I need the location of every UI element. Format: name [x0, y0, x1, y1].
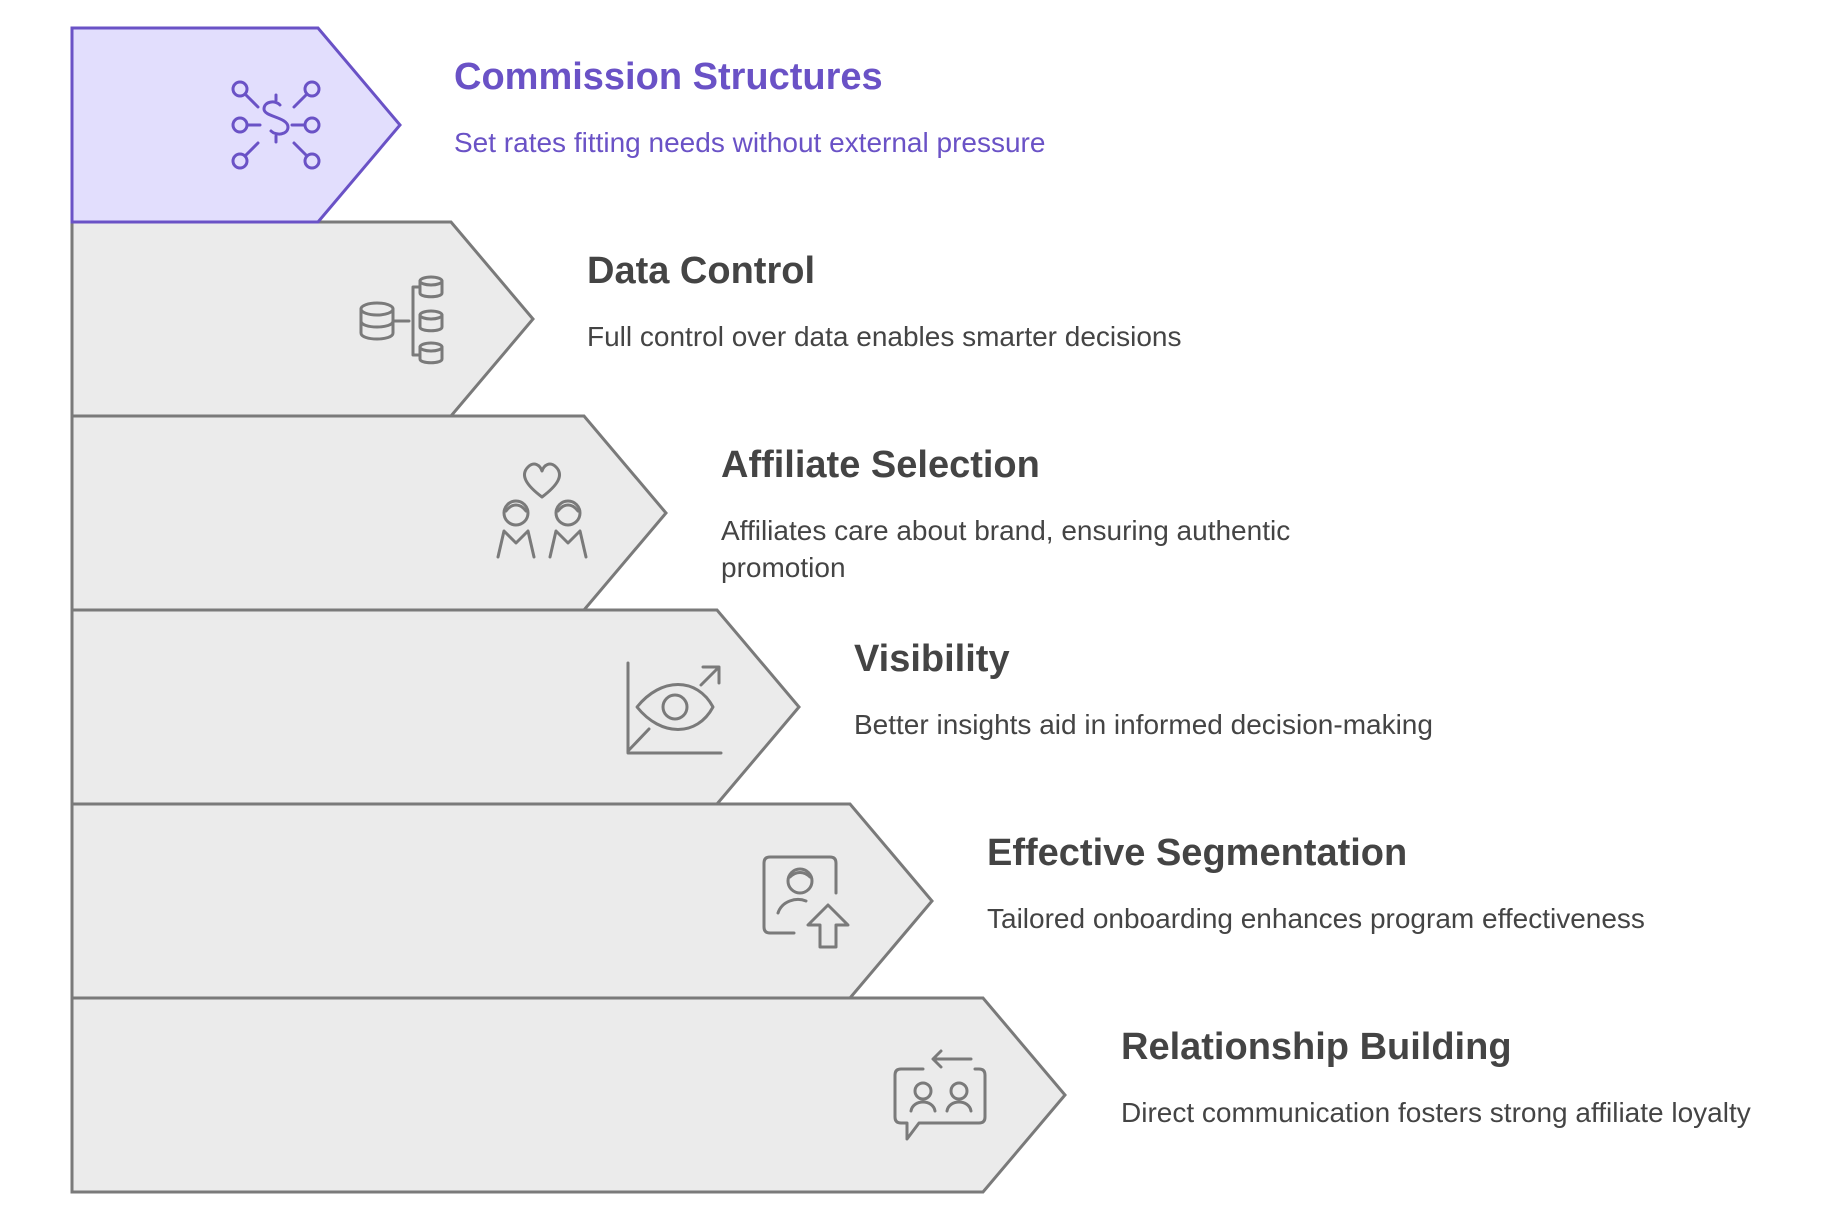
step-title: Data Control: [587, 250, 815, 292]
step-arrow-1: [70, 26, 402, 224]
step-description: Full control over data enables smarter d…: [587, 321, 1182, 352]
step-label-affiliate-selection: Affiliate Selection Affiliates care abou…: [721, 442, 1381, 586]
step-arrow-shape: [70, 414, 668, 612]
step-title: Visibility: [854, 638, 1010, 680]
step-arrow-6: [70, 996, 1067, 1194]
step-title: Commission Structures: [454, 56, 883, 98]
step-description: Set rates fitting needs without external…: [454, 127, 1046, 158]
step-label-visibility: Visibility Better insights aid in inform…: [854, 636, 1514, 743]
step-label-relationship-building: Relationship Building Direct communicati…: [1121, 1024, 1781, 1131]
dollar-network-icon: [231, 80, 321, 170]
step-arrow-3: [70, 414, 668, 612]
database-tree-icon: [359, 275, 444, 365]
step-description: Better insights aid in informed decision…: [854, 709, 1433, 740]
eye-chart-arrow-icon: [626, 661, 723, 755]
step-label-effective-segmentation: Effective Segmentation Tailored onboardi…: [987, 830, 1647, 937]
chat-people-exchange-icon: [893, 1049, 987, 1141]
step-title: Affiliate Selection: [721, 444, 1040, 486]
step-arrow-shape: [70, 220, 535, 418]
user-card-upload-icon: [762, 855, 850, 949]
step-title: Effective Segmentation: [987, 832, 1408, 874]
step-description: Affiliates care about brand, ensuring au…: [721, 515, 1291, 583]
step-arrow-shape: [70, 26, 402, 224]
step-description: Direct communication fosters strong affi…: [1121, 1097, 1751, 1128]
step-arrow-shape: [70, 802, 934, 1000]
step-arrow-2: [70, 220, 535, 418]
step-label-data-control: Data Control Full control over data enab…: [587, 248, 1247, 355]
step-title: Relationship Building: [1121, 1026, 1512, 1068]
step-arrow-4: [70, 608, 801, 806]
step-arrow-5: [70, 802, 934, 1000]
two-people-heart-icon: [496, 462, 588, 559]
step-label-commission-structures: Commission Structures Set rates fitting …: [454, 54, 1114, 161]
step-description: Tailored onboarding enhances program eff…: [987, 903, 1645, 934]
step-arrow-shape: [70, 608, 801, 806]
